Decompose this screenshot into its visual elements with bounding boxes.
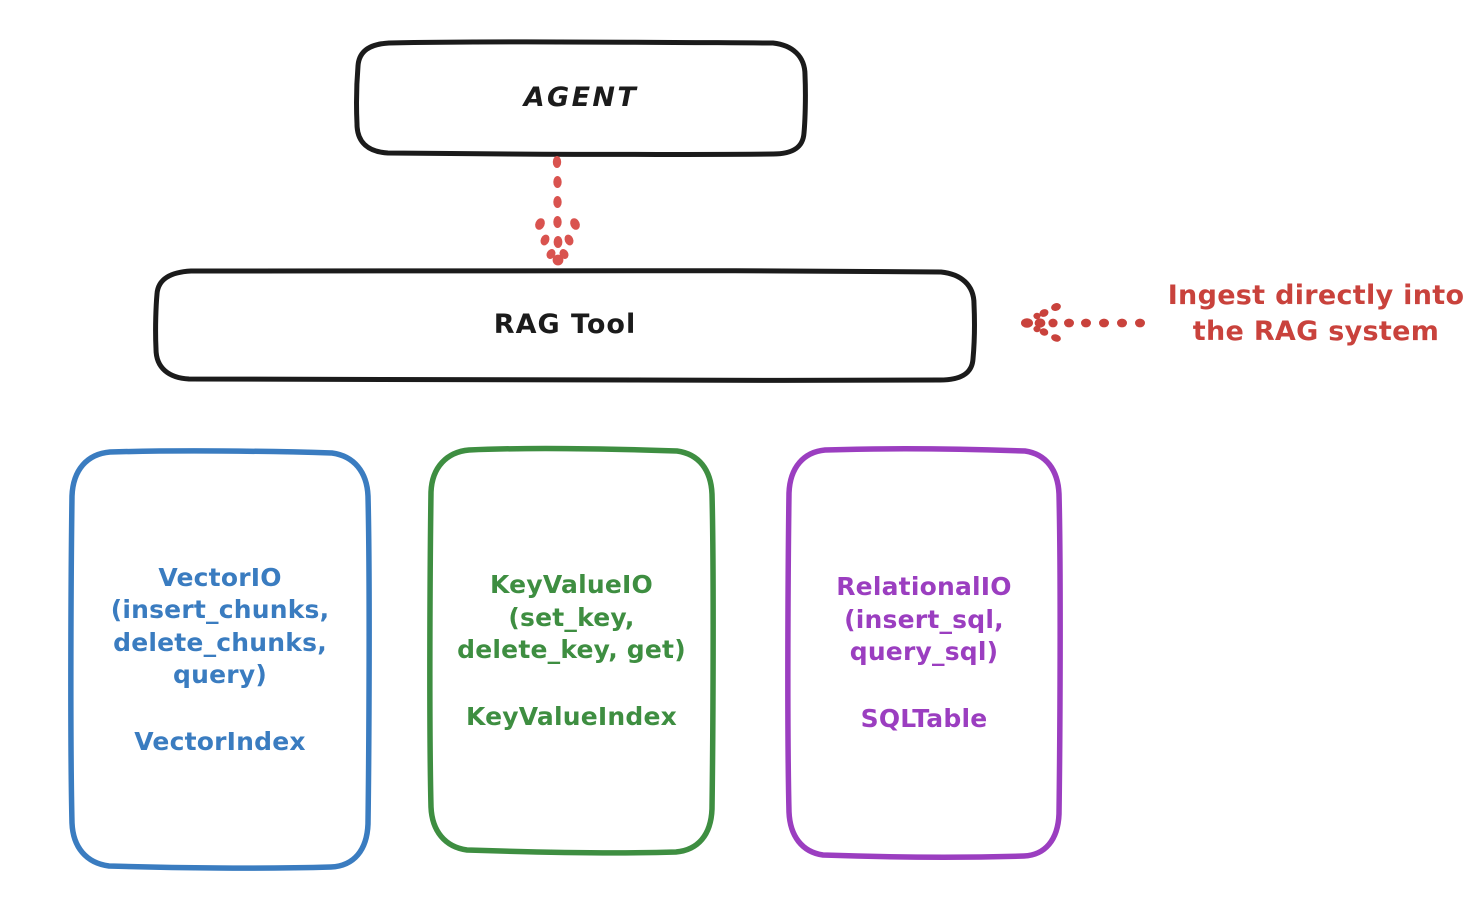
agent-node[interactable]: AGENT <box>354 39 808 157</box>
vector-io-api-label: VectorIO (insert_chunks, delete_chunks, … <box>110 562 330 690</box>
ingest-annotation-text: Ingest directly into the RAG system <box>1167 280 1465 347</box>
ingest-arrow-icon <box>1021 303 1145 342</box>
relational-io-node[interactable]: RelationalIO (insert_sql, query_sql) SQL… <box>785 446 1063 860</box>
key-value-io-api-label: KeyValueIO (set_key, delete_key, get) <box>457 570 686 664</box>
key-value-io-index-label: KeyValueIndex <box>465 701 678 731</box>
relational-io-index-label: SQLTable <box>860 703 988 733</box>
agent-to-rag-tool-arrow <box>535 156 580 266</box>
relational-io-api-label: RelationalIO (insert_sql, query_sql) <box>836 572 1012 666</box>
rag-tool-label: RAG Tool <box>493 309 637 341</box>
key-value-io-content: KeyValueIO (set_key, delete_key, get) Ke… <box>427 569 716 733</box>
vector-io-content: VectorIO (insert_chunks, delete_chunks, … <box>68 562 372 759</box>
relational-io-content: RelationalIO (insert_sql, query_sql) SQL… <box>785 571 1063 735</box>
ingest-annotation: Ingest directly into the RAG system <box>1018 278 1484 370</box>
key-value-io-node[interactable]: KeyValueIO (set_key, delete_key, get) Ke… <box>427 445 716 856</box>
rag-tool-node[interactable]: RAG Tool <box>153 267 977 383</box>
vector-io-node[interactable]: VectorIO (insert_chunks, delete_chunks, … <box>68 448 372 872</box>
vector-io-index-label: VectorIndex <box>134 726 306 756</box>
agent-label: AGENT <box>523 82 639 114</box>
